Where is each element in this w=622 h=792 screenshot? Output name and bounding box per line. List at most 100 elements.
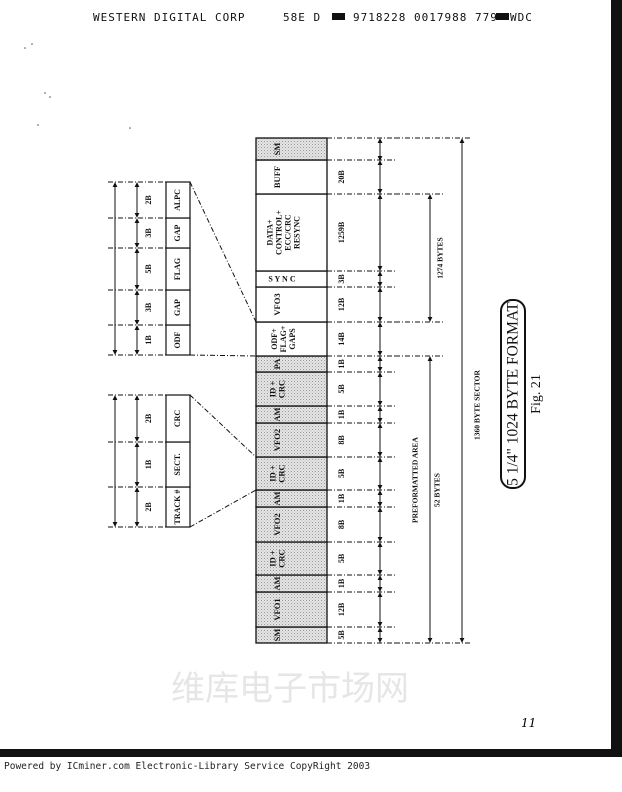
sector-cell-label: AM <box>272 491 282 505</box>
sector-cell <box>255 626 328 644</box>
id-detail-label: CRC <box>173 410 182 428</box>
odf-detail-label: ODF <box>173 331 182 348</box>
odf-detail-size: 5B <box>144 264 153 274</box>
sector-cell <box>255 321 328 357</box>
sector-cell-label: VFO1 <box>272 598 282 620</box>
sector-cell-label: ID + <box>267 465 277 482</box>
sector-cell-size: 5B <box>337 384 346 394</box>
sector-cell-size: 8B <box>337 519 346 529</box>
sector-cell-size: 5B <box>337 468 346 478</box>
scan-border-right <box>611 0 622 757</box>
detail-connector-line <box>189 181 257 323</box>
sector-cell-label: CRC <box>276 464 286 482</box>
sector-cell <box>255 506 328 543</box>
sector-cell <box>255 355 328 373</box>
id-detail-size: 2B <box>144 413 153 423</box>
id-detail-size: 2B <box>144 502 153 512</box>
sector-cell <box>255 591 328 628</box>
header-company: WESTERN DIGITAL CORP <box>93 11 246 24</box>
sector-cell-label: ID + <box>267 381 277 398</box>
figure-title: 5 1/4" 1024 BYTE FORMAT <box>505 302 522 486</box>
sector-cell-size: 5B <box>337 630 346 640</box>
figure-number: Fig. 21 <box>529 374 544 414</box>
odf-detail-size: 3B <box>144 302 153 312</box>
sector-cell <box>255 574 328 593</box>
id-detail-label: SECT. <box>173 453 182 475</box>
sector-cell-label: VFO2 <box>272 429 282 451</box>
scan-speck <box>129 127 131 129</box>
odf-detail-label: GAP <box>173 224 182 241</box>
scan-speck <box>49 96 51 98</box>
sector-cell-label: VFO2 <box>272 513 282 535</box>
sector-cell-label: RESYNC <box>292 216 301 249</box>
sector-cell-label: SM <box>272 629 282 642</box>
sector-cell-label: AM <box>272 407 282 421</box>
scan-speck <box>24 47 26 49</box>
sector-cell-label: CONTROL+ <box>274 210 283 255</box>
watermark: 维库电子市场网 <box>171 670 409 708</box>
sector-cell <box>255 159 328 195</box>
scan-speck <box>44 92 46 94</box>
sector-cell-label: PA <box>272 358 282 370</box>
odf-detail-size: 3B <box>144 228 153 238</box>
preformatted-area-label: PREFORMATTED AREA <box>411 436 420 522</box>
sector-cell-size: 12B <box>337 297 346 311</box>
sector-cell-label: GAPS <box>288 328 297 350</box>
id-detail-label: TRACK # <box>173 490 182 525</box>
sector-cell <box>255 193 328 272</box>
sector-cell-size: 1259B <box>337 221 346 243</box>
header-mark <box>332 13 345 20</box>
scan-border-bottom <box>0 749 622 757</box>
id-detail-size: 1B <box>144 459 153 469</box>
odf-detail-cell <box>165 289 191 326</box>
sector-cell-label: AM <box>272 576 282 590</box>
sector-cell-label: SM <box>272 143 282 156</box>
preformatted-size-label: 52 BYTES <box>433 473 442 507</box>
sector-cell-size: 1B <box>337 578 346 588</box>
sector-cell-size: 20B <box>337 170 346 184</box>
footer-credit: Powered by ICminer.com Electronic-Librar… <box>4 761 371 772</box>
header-abbrev: WDC <box>510 11 533 24</box>
sector-cell-label: ECC/CRC <box>283 214 292 251</box>
odf-detail-cell <box>165 181 191 219</box>
odf-detail-label: GAP <box>173 299 182 316</box>
title-box <box>500 299 526 489</box>
detail-connector-line <box>189 354 257 357</box>
sector-cell-size: 14B <box>337 332 346 346</box>
odf-detail-label: ALPC <box>173 189 182 211</box>
sector-cell <box>255 489 328 508</box>
id-detail-cell <box>165 394 191 443</box>
sector-cell-size: 1B <box>337 359 346 369</box>
sector-cell-label: CRC <box>276 549 286 567</box>
sector-cell-label: BUFF <box>272 166 282 188</box>
sector-cell-label: VFO3 <box>272 293 282 315</box>
detail-connector-line <box>189 489 257 528</box>
sector-cell-label: ID + <box>267 550 277 567</box>
odf-detail-cell <box>165 324 191 356</box>
id-detail-cell <box>165 441 191 488</box>
sector-cell-size: 1B <box>337 493 346 503</box>
sector-cell-label: CRC <box>276 380 286 398</box>
header-numbers: 9718228 0017988 779 <box>353 11 498 24</box>
header-mark <box>496 13 509 20</box>
sector-cell <box>255 137 328 161</box>
detail-connector-line <box>189 394 257 458</box>
sector-cell <box>255 422 328 458</box>
page-number: 11 <box>521 716 537 730</box>
odf-detail-size: 1B <box>144 335 153 345</box>
sector-cell-size: 5B <box>337 553 346 563</box>
sector-cell-size: 12B <box>337 602 346 616</box>
sector-cell <box>255 371 328 407</box>
sector-size-label: 1360 BYTE SECTOR <box>473 369 482 439</box>
data-area-label: 1274 BYTES <box>436 237 445 278</box>
scan-speck <box>31 43 33 45</box>
sector-cell-size: 1B <box>337 409 346 419</box>
sector-cell <box>255 405 328 424</box>
sector-cell-label: ODF+ <box>270 328 279 350</box>
sector-cell-label: S Y N C <box>268 274 295 283</box>
sector-cell <box>255 286 328 323</box>
scan-speck <box>37 124 39 126</box>
sector-cell-label: FLAG+ <box>279 325 288 352</box>
header-code: 58E D <box>283 11 322 24</box>
